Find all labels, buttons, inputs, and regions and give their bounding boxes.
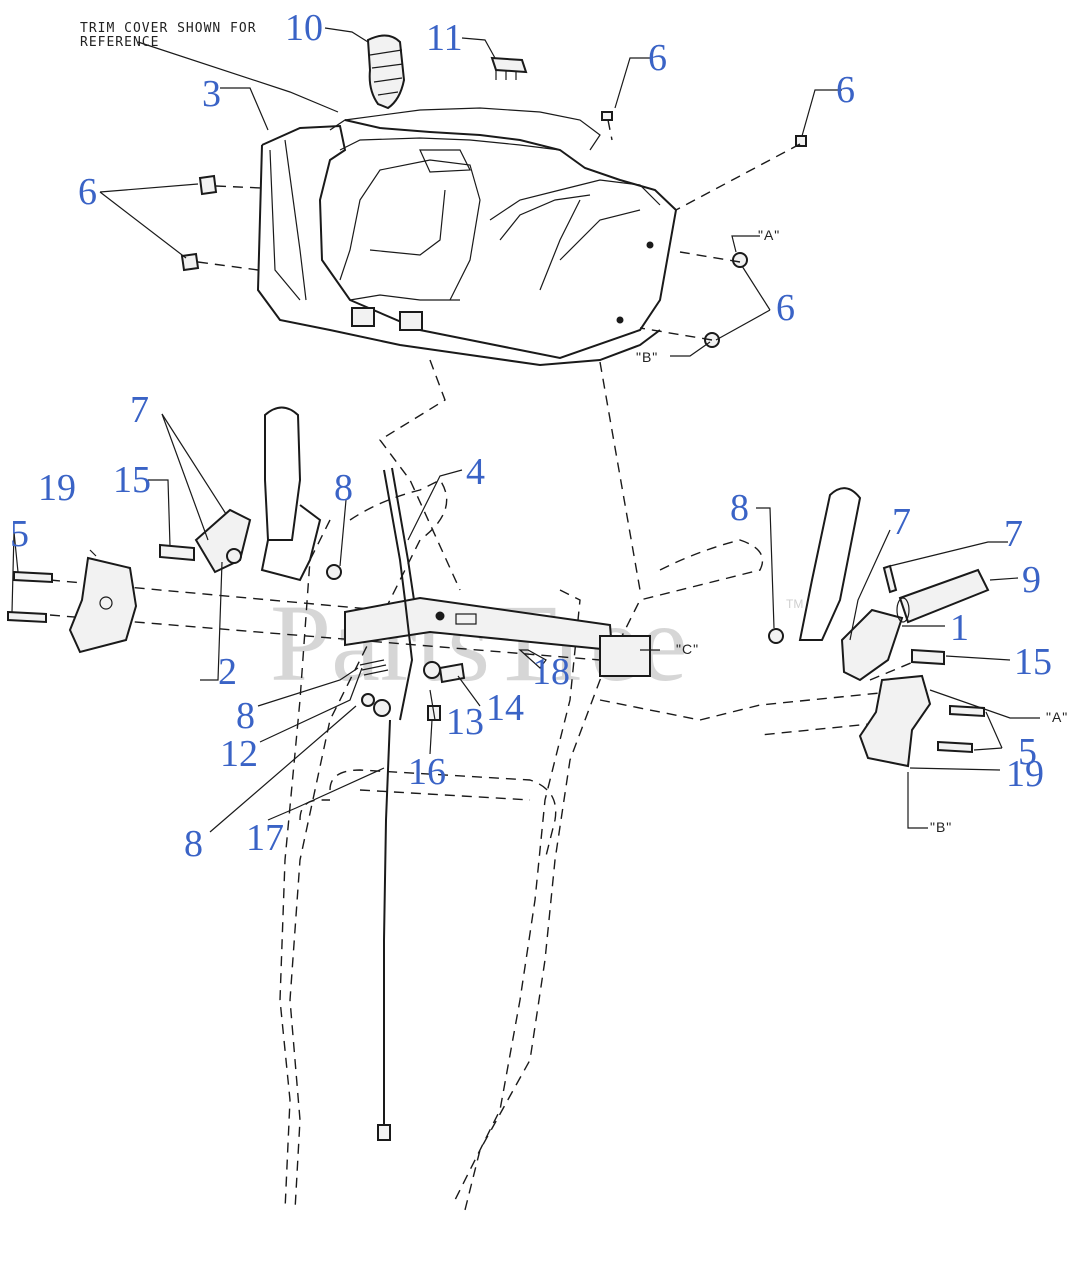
callout-2: 2 — [218, 651, 237, 693]
cross-bar-part-18 — [344, 596, 651, 677]
right-control-lever — [840, 608, 904, 682]
bolt-part-5-left-upper — [13, 570, 53, 584]
callout-6-lower-right: 6 — [776, 287, 795, 329]
callout-14: 14 — [486, 687, 524, 729]
callout-17: 17 — [246, 817, 284, 859]
wing-nut-part-6-a — [732, 252, 748, 268]
bushing-part-8-right — [768, 628, 784, 644]
ref-b-top: "B" — [636, 349, 658, 365]
screw-part-6-left-upper — [198, 174, 218, 196]
callout-11: 11 — [426, 17, 463, 59]
knob-part-10 — [366, 34, 406, 110]
callout-1: 1 — [950, 607, 969, 649]
bushing-part-8-upper — [326, 564, 342, 580]
callout-19-right: 19 — [1006, 753, 1044, 795]
bolt-part-15-right — [911, 648, 945, 666]
callout-13: 13 — [446, 701, 484, 743]
bolt-part-14 — [438, 662, 466, 684]
shift-rod-part-4 — [383, 467, 415, 721]
bolt-part-5-left-lower — [7, 610, 47, 624]
cover-plate-part-19-left — [68, 556, 138, 654]
washer-part-13 — [423, 661, 441, 679]
washer-lower — [373, 699, 391, 717]
callout-16: 16 — [408, 751, 446, 793]
dash-panel-part-3 — [256, 107, 678, 367]
pin-part-7 — [882, 564, 898, 594]
callout-19-left: 19 — [38, 467, 76, 509]
callout-12: 12 — [220, 733, 258, 775]
callout-9: 9 — [1022, 559, 1041, 601]
callout-8-upper: 8 — [334, 467, 353, 509]
callout-7-right-b: 7 — [1004, 513, 1023, 555]
note-line-2: REFERENCE — [80, 35, 159, 50]
callout-7-right-a: 7 — [892, 501, 911, 543]
callout-7-left: 7 — [130, 389, 149, 431]
callout-15-right: 15 — [1014, 641, 1052, 683]
callout-8-right: 8 — [730, 487, 749, 529]
grip-part-9 — [896, 568, 990, 624]
callout-4: 4 — [466, 451, 485, 493]
cable-part-17 — [377, 719, 391, 1141]
callout-3: 3 — [202, 73, 221, 115]
ref-c-mid: "C" — [676, 641, 699, 657]
bolt-part-5-right-upper — [949, 704, 985, 718]
callout-6-top: 6 — [648, 37, 667, 79]
ref-a-right: "A" — [1046, 709, 1068, 725]
bolt-part-15-left — [159, 543, 195, 562]
bushing-part-8-lower — [361, 693, 375, 707]
clip-part-11 — [490, 56, 528, 80]
screw-part-6-top — [601, 111, 613, 121]
left-control-lever — [194, 508, 252, 574]
spring-part-12 — [359, 659, 389, 676]
handle-frame — [279, 479, 764, 1211]
note-line-1: TRIM COVER SHOWN FOR — [80, 21, 257, 36]
callout-15-left: 15 — [113, 459, 151, 501]
screw-part-6-right — [795, 135, 807, 147]
leader-lines — [11, 27, 1040, 833]
callout-5-left: 5 — [10, 513, 29, 555]
callout-6-right: 6 — [836, 69, 855, 111]
cover-plate-part-19-right — [858, 674, 932, 768]
left-handle-grip — [260, 406, 322, 582]
ref-a-top: "A" — [758, 227, 780, 243]
right-handle-grip — [798, 487, 862, 641]
callout-18: 18 — [532, 651, 570, 693]
ref-b-bottom: "B" — [930, 819, 952, 835]
bolt-part-5-right-lower — [937, 740, 973, 754]
callout-8-mid: 8 — [236, 695, 255, 737]
watermark-tm: TM — [786, 597, 803, 611]
callout-5-right: 5 — [1018, 731, 1037, 773]
callout-8-lower: 8 — [184, 823, 203, 865]
callout-10: 10 — [285, 7, 323, 49]
callout-6-left: 6 — [78, 171, 97, 213]
